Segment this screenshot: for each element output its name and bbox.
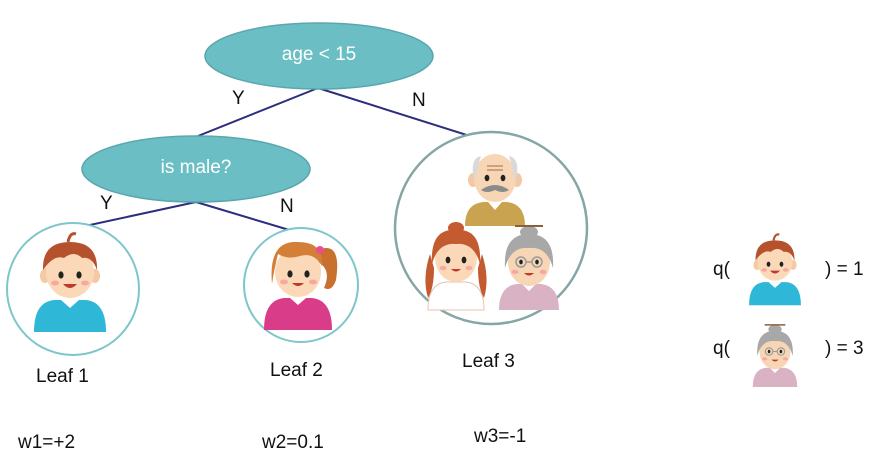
leaf-1-name: Leaf 1 — [36, 366, 89, 387]
leaf-2-weight: w2=0.1 — [262, 432, 324, 453]
edge-root-no — [317, 87, 493, 144]
is-male-node-label: is male? — [160, 157, 232, 178]
q-row-2-prefix: q( — [713, 338, 730, 359]
edge-ismale-yes — [75, 201, 197, 229]
root-no-label: N — [412, 90, 426, 111]
edge-ismale-no — [195, 201, 297, 233]
q-boy-icon — [748, 233, 802, 307]
leaf-1-weight: w1=+2 — [18, 432, 76, 453]
edge-root-yes — [197, 87, 319, 137]
leaf-3-name: Leaf 3 — [462, 351, 515, 372]
root-node-label: age < 15 — [281, 44, 357, 65]
root-yes-label: Y — [232, 88, 245, 109]
root-node — [204, 22, 434, 90]
q-row-1-suffix: ) = 1 — [825, 259, 864, 280]
q-grandma-icon — [752, 324, 798, 388]
ismale-no-label: N — [280, 196, 294, 217]
q-row-2-suffix: ) = 3 — [825, 338, 864, 359]
leaf-2-name: Leaf 2 — [270, 360, 323, 381]
leaf-3-weight: w3=-1 — [474, 426, 527, 447]
ismale-yes-label: Y — [100, 193, 113, 214]
is-male-node — [81, 135, 311, 203]
q-row-1-prefix: q( — [713, 259, 730, 280]
